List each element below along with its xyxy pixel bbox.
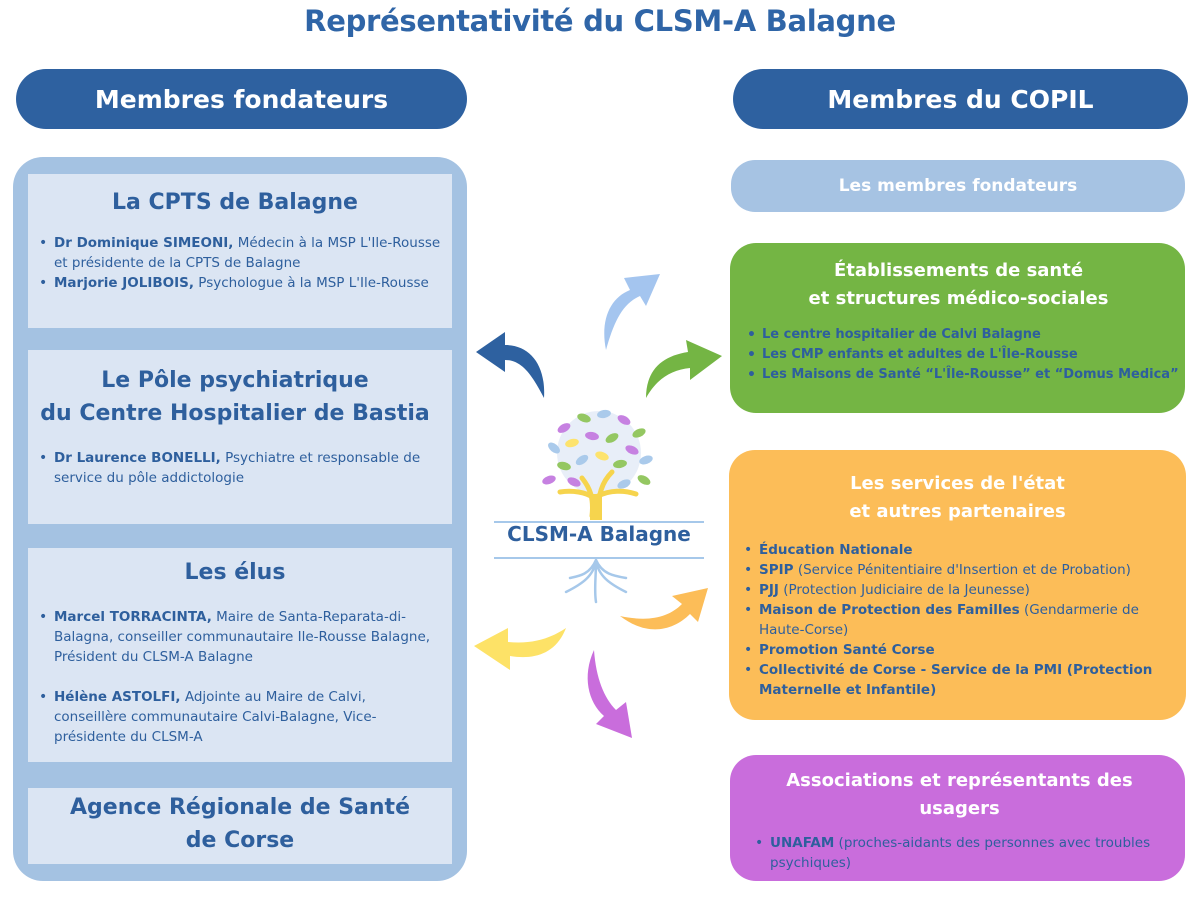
card-elus: Les élus Marcel TORRACINTA, Maire de San… (28, 548, 452, 762)
box-title-line-1: Associations et représentants des (786, 770, 1133, 791)
box-services-etat: Les services de l'état et autres partena… (729, 450, 1186, 720)
arrow-green-icon (646, 340, 722, 398)
arrow-orange-icon (620, 588, 708, 630)
arrow-light-blue-icon (604, 274, 660, 350)
center-label: CLSM-A Balagne (507, 522, 691, 546)
arrow-purple-icon (587, 650, 632, 738)
list-item: SPIP (Service Pénitentiaire d'Insertion … (744, 560, 1180, 580)
founders-pill: Les membres fondateurs (731, 160, 1185, 212)
card-title: La CPTS de Balagne (112, 190, 358, 215)
card-title-line-1: Le Pôle psychiatrique (101, 368, 369, 393)
list-item: Les CMP enfants et adultes de L'Île-Rous… (747, 345, 1179, 365)
box-title-line-1: Les services de l'état (850, 473, 1065, 494)
card-pole-psychiatrique: Le Pôle psychiatrique du Centre Hospital… (28, 350, 452, 524)
list-item: Marjorie JOLIBOIS, Psychologue à la MSP … (39, 273, 442, 293)
card-title-line-2: de Corse (185, 828, 295, 853)
list-item: Promotion Santé Corse (744, 640, 1180, 660)
card-title-line-2: du Centre Hospitalier de Bastia (40, 401, 430, 426)
list-item: Dr Dominique SIMEONI, Médecin à la MSP L… (39, 233, 442, 273)
list-item: Collectivité de Corse - Service de la PM… (744, 660, 1180, 700)
page-title: Représentativité du CLSM-A Balagne (304, 4, 896, 38)
right-header: Membres du COPIL (733, 69, 1188, 129)
list-item: Le centre hospitalier de Calvi Balagne (747, 325, 1179, 345)
arrow-yellow-icon (474, 628, 566, 670)
box-etablissements: Établissements de santé et structures mé… (730, 243, 1185, 413)
box-associations: Associations et représentants des usager… (730, 755, 1185, 881)
list-item: Dr Laurence BONELLI, Psychiatre et respo… (39, 448, 442, 488)
tree-logo-icon (494, 409, 704, 604)
card-title-line-1: Agence Régionale de Santé (70, 795, 410, 820)
box-title-line-1: Établissements de santé (833, 260, 1084, 281)
arrow-dark-blue-icon (476, 332, 545, 398)
card-title: Les élus (184, 560, 286, 585)
list-item: Hélène ASTOLFI, Adjointe au Maire de Cal… (39, 687, 442, 747)
list-item: Éducation Nationale (744, 540, 1180, 560)
box-title-line-2: et autres partenaires (849, 501, 1066, 522)
card-cpts: La CPTS de Balagne Dr Dominique SIMEONI,… (28, 174, 452, 328)
box-title-line-2: usagers (919, 798, 1000, 819)
list-item: Marcel TORRACINTA, Maire de Santa-Repara… (39, 607, 442, 667)
box-title-line-2: et structures médico-sociales (808, 288, 1109, 309)
list-item: Maison de Protection des Familles (Genda… (744, 600, 1180, 640)
list-item: PJJ (Protection Judiciaire de la Jeuness… (744, 580, 1180, 600)
card-ars: Agence Régionale de Santé de Corse (28, 788, 452, 864)
list-item: UNAFAM (proches-aidants des personnes av… (755, 833, 1179, 873)
list-item: Les Maisons de Santé “L'Île-Rousse” et “… (747, 365, 1179, 385)
left-header: Membres fondateurs (16, 69, 467, 129)
